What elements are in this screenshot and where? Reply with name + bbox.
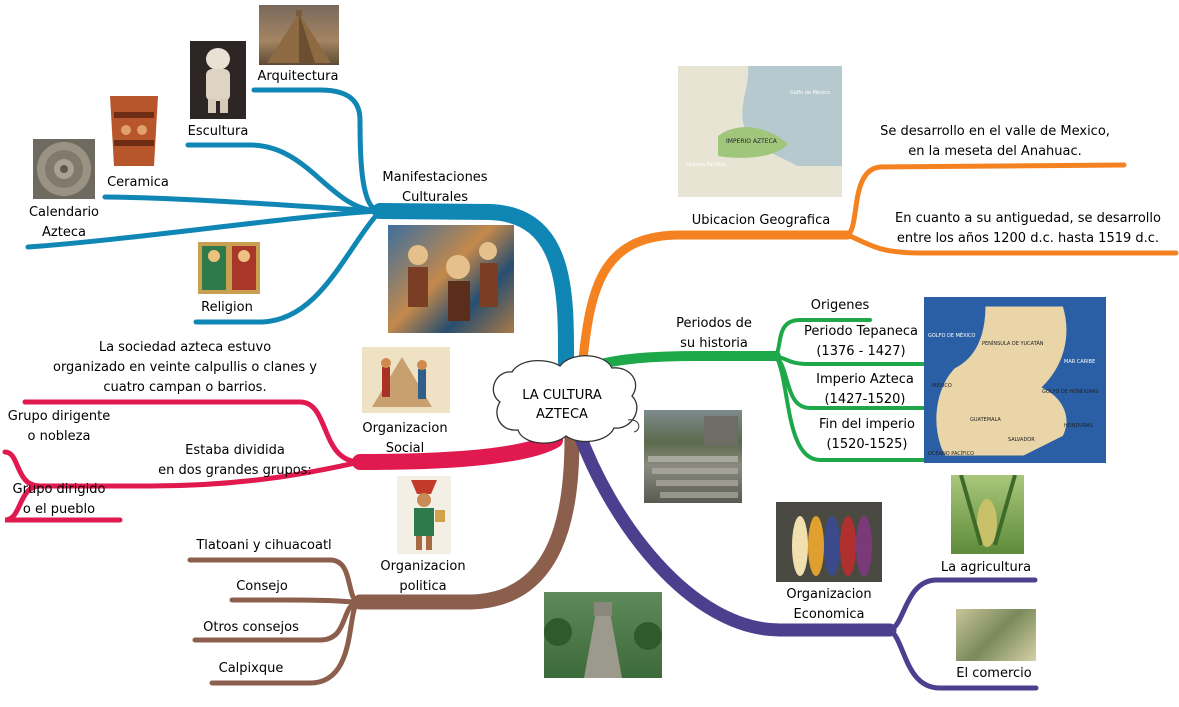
central-topic-line1: LA CULTURA [522, 388, 602, 403]
grupo-dirigente-line1: Grupo dirigente [7, 409, 111, 424]
periodo-imperio[interactable]: Imperio Azteca (1427-1520) [804, 370, 926, 410]
calendario-label-line2: Azteca [42, 225, 86, 240]
arquitectura-label[interactable]: Arquitectura [257, 69, 339, 84]
calendario-label-line1: Calendario [28, 205, 100, 220]
calendario-label[interactable]: Calendario Azteca [20, 203, 108, 243]
ceramic-image [106, 92, 162, 170]
social-title-line1: Organizacion [362, 421, 448, 436]
map-label-golfo: Golfo de Mexico [790, 90, 831, 96]
agricultura-label[interactable]: La agricultura [940, 560, 1032, 575]
grupo-dirigente-label[interactable]: Grupo dirigente o nobleza [0, 407, 118, 447]
economica-title-line1: Organizacion [786, 587, 872, 602]
maya-region-map: GOLFO DE MÉXICO PENÍNSULA DE YUCATÁN MAR… [924, 297, 1106, 463]
grupo-dirigido-line2: o el pueblo [22, 502, 96, 517]
ubicacion-title[interactable]: Ubicacion Geografica [691, 213, 831, 228]
aztec-empire-map: Golfo de Mexico IMPERIO AZTECA Oceano Pa… [678, 66, 842, 197]
corn-image [776, 502, 882, 582]
periodo-fin-line1: Fin del imperio [819, 417, 915, 432]
calendar-stone-image [33, 139, 95, 199]
ruins-image [644, 410, 742, 503]
economica-title[interactable]: Organizacion Economica [774, 585, 884, 625]
grupo-dirigido-label[interactable]: Grupo dirigido o el pueblo [0, 480, 118, 520]
politica-item-otros-consejos[interactable]: Otros consejos [203, 620, 299, 635]
social-division-line2: en dos grandes grupos: [158, 463, 312, 478]
social-description-line2: organizado en veinte calpullis o clanes … [52, 360, 317, 375]
periodos-title[interactable]: Periodos de su historia [664, 314, 764, 354]
ubicacion-text-2-line2: entre los años 1200 d.c. hasta 1519 d.c. [896, 231, 1160, 246]
social-description-line3: cuatro campan o barrios. [103, 380, 267, 395]
temple-image [544, 592, 662, 678]
periodo-tepaneca-line2: (1376 - 1427) [816, 344, 906, 359]
sculpture-image [190, 41, 246, 119]
politica-item-consejo[interactable]: Consejo [236, 579, 288, 594]
commerce-image [956, 609, 1036, 661]
grupo-dirigente-line2: o nobleza [27, 429, 91, 444]
maya-label-salvador: SALVADOR [1008, 437, 1035, 443]
politica-title-line2: politica [399, 579, 447, 594]
politica-title-line1: Organizacion [380, 559, 466, 574]
ubicacion-text-1-line1: Se desarrollo en el valle de Mexico, [880, 124, 1110, 139]
periodos-title-line1: Periodos de [676, 316, 752, 331]
social-description-line1: La sociedad azteca estuvo [98, 340, 272, 355]
central-topic-line2: AZTECA [536, 407, 588, 422]
branch-manifestaciones [25, 87, 575, 378]
manifestaciones-title-line2: Culturales [402, 190, 468, 205]
maya-label-mar-caribe: MAR CARIBE [1064, 359, 1096, 365]
maya-label-golfo-honduras: GOLFO DE HONDURAS [1042, 389, 1099, 395]
map-label-oceano: Oceano Pacifico [686, 162, 726, 168]
maya-label-guatemala: GUATEMALA [970, 417, 1001, 423]
politica-item-calpixque[interactable]: Calpixque [218, 661, 284, 676]
ubicacion-text-2[interactable]: En cuanto a su antiguedad, se desarrollo… [878, 209, 1178, 249]
manifestaciones-title[interactable]: Manifestaciones Culturales [368, 168, 502, 208]
periodo-imperio-line1: Imperio Azteca [816, 372, 914, 387]
warrior-image [397, 476, 451, 554]
periodo-origenes[interactable]: Origenes [810, 298, 870, 313]
periodo-tepaneca[interactable]: Periodo Tepaneca (1376 - 1427) [796, 322, 926, 362]
maya-label-mexico: MÉXICO [932, 383, 952, 389]
branch-economica [571, 423, 1039, 691]
religion-label[interactable]: Religion [201, 300, 253, 315]
branch-politica [187, 430, 580, 686]
politica-item-tlatoani[interactable]: Tlatoani y cihuacoatl [196, 538, 332, 553]
maya-label-oceano: OCÉANO PACÍFICO [928, 451, 975, 457]
ubicacion-text-1[interactable]: Se desarrollo en el valle de Mexico, en … [864, 122, 1126, 162]
ceramica-label[interactable]: Ceramica [107, 175, 169, 190]
maya-label-peninsula: PENÍNSULA DE YUCATÁN [982, 341, 1044, 347]
politica-title[interactable]: Organizacion politica [368, 557, 478, 597]
social-division-line1: Estaba dividida [185, 443, 285, 458]
pyramid-image [259, 5, 339, 65]
religion-codex-image [198, 242, 260, 294]
map-label-imperio: IMPERIO AZTECA [726, 138, 777, 145]
periodo-fin[interactable]: Fin del imperio (1520-1525) [810, 415, 924, 455]
social-title[interactable]: Organizacion Social [350, 419, 460, 459]
branch-ubicacion [577, 162, 1179, 373]
manifestaciones-title-line1: Manifestaciones [382, 170, 488, 185]
ubicacion-text-1-line2: en la meseta del Anahuac. [908, 144, 1082, 159]
agriculture-image [951, 475, 1024, 554]
maya-label-golfo: GOLFO DE MÉXICO [928, 333, 976, 339]
ubicacion-text-2-line1: En cuanto a su antiguedad, se desarrollo [895, 211, 1161, 226]
social-description[interactable]: La sociedad azteca estuvo organizado en … [20, 338, 350, 398]
periodo-fin-line2: (1520-1525) [826, 437, 908, 452]
mural-image [388, 225, 514, 333]
escultura-label[interactable]: Escultura [187, 124, 249, 139]
periodos-title-line2: su historia [680, 336, 748, 351]
social-division-label[interactable]: Estaba dividida en dos grandes grupos: [140, 441, 330, 481]
grupo-dirigido-line1: Grupo dirigido [12, 482, 106, 497]
economica-title-line2: Economica [793, 607, 865, 622]
central-topic[interactable]: LA CULTURA AZTECA [503, 386, 621, 424]
branch-social [2, 399, 563, 523]
center-cloud [492, 355, 640, 444]
social-title-line2: Social [385, 441, 425, 456]
comercio-label[interactable]: El comercio [956, 666, 1032, 681]
maya-label-honduras: HONDURAS [1064, 423, 1093, 429]
periodo-imperio-line2: (1427-1520) [824, 392, 906, 407]
periodo-tepaneca-line1: Periodo Tepaneca [804, 324, 918, 339]
social-codex-image [362, 347, 450, 413]
